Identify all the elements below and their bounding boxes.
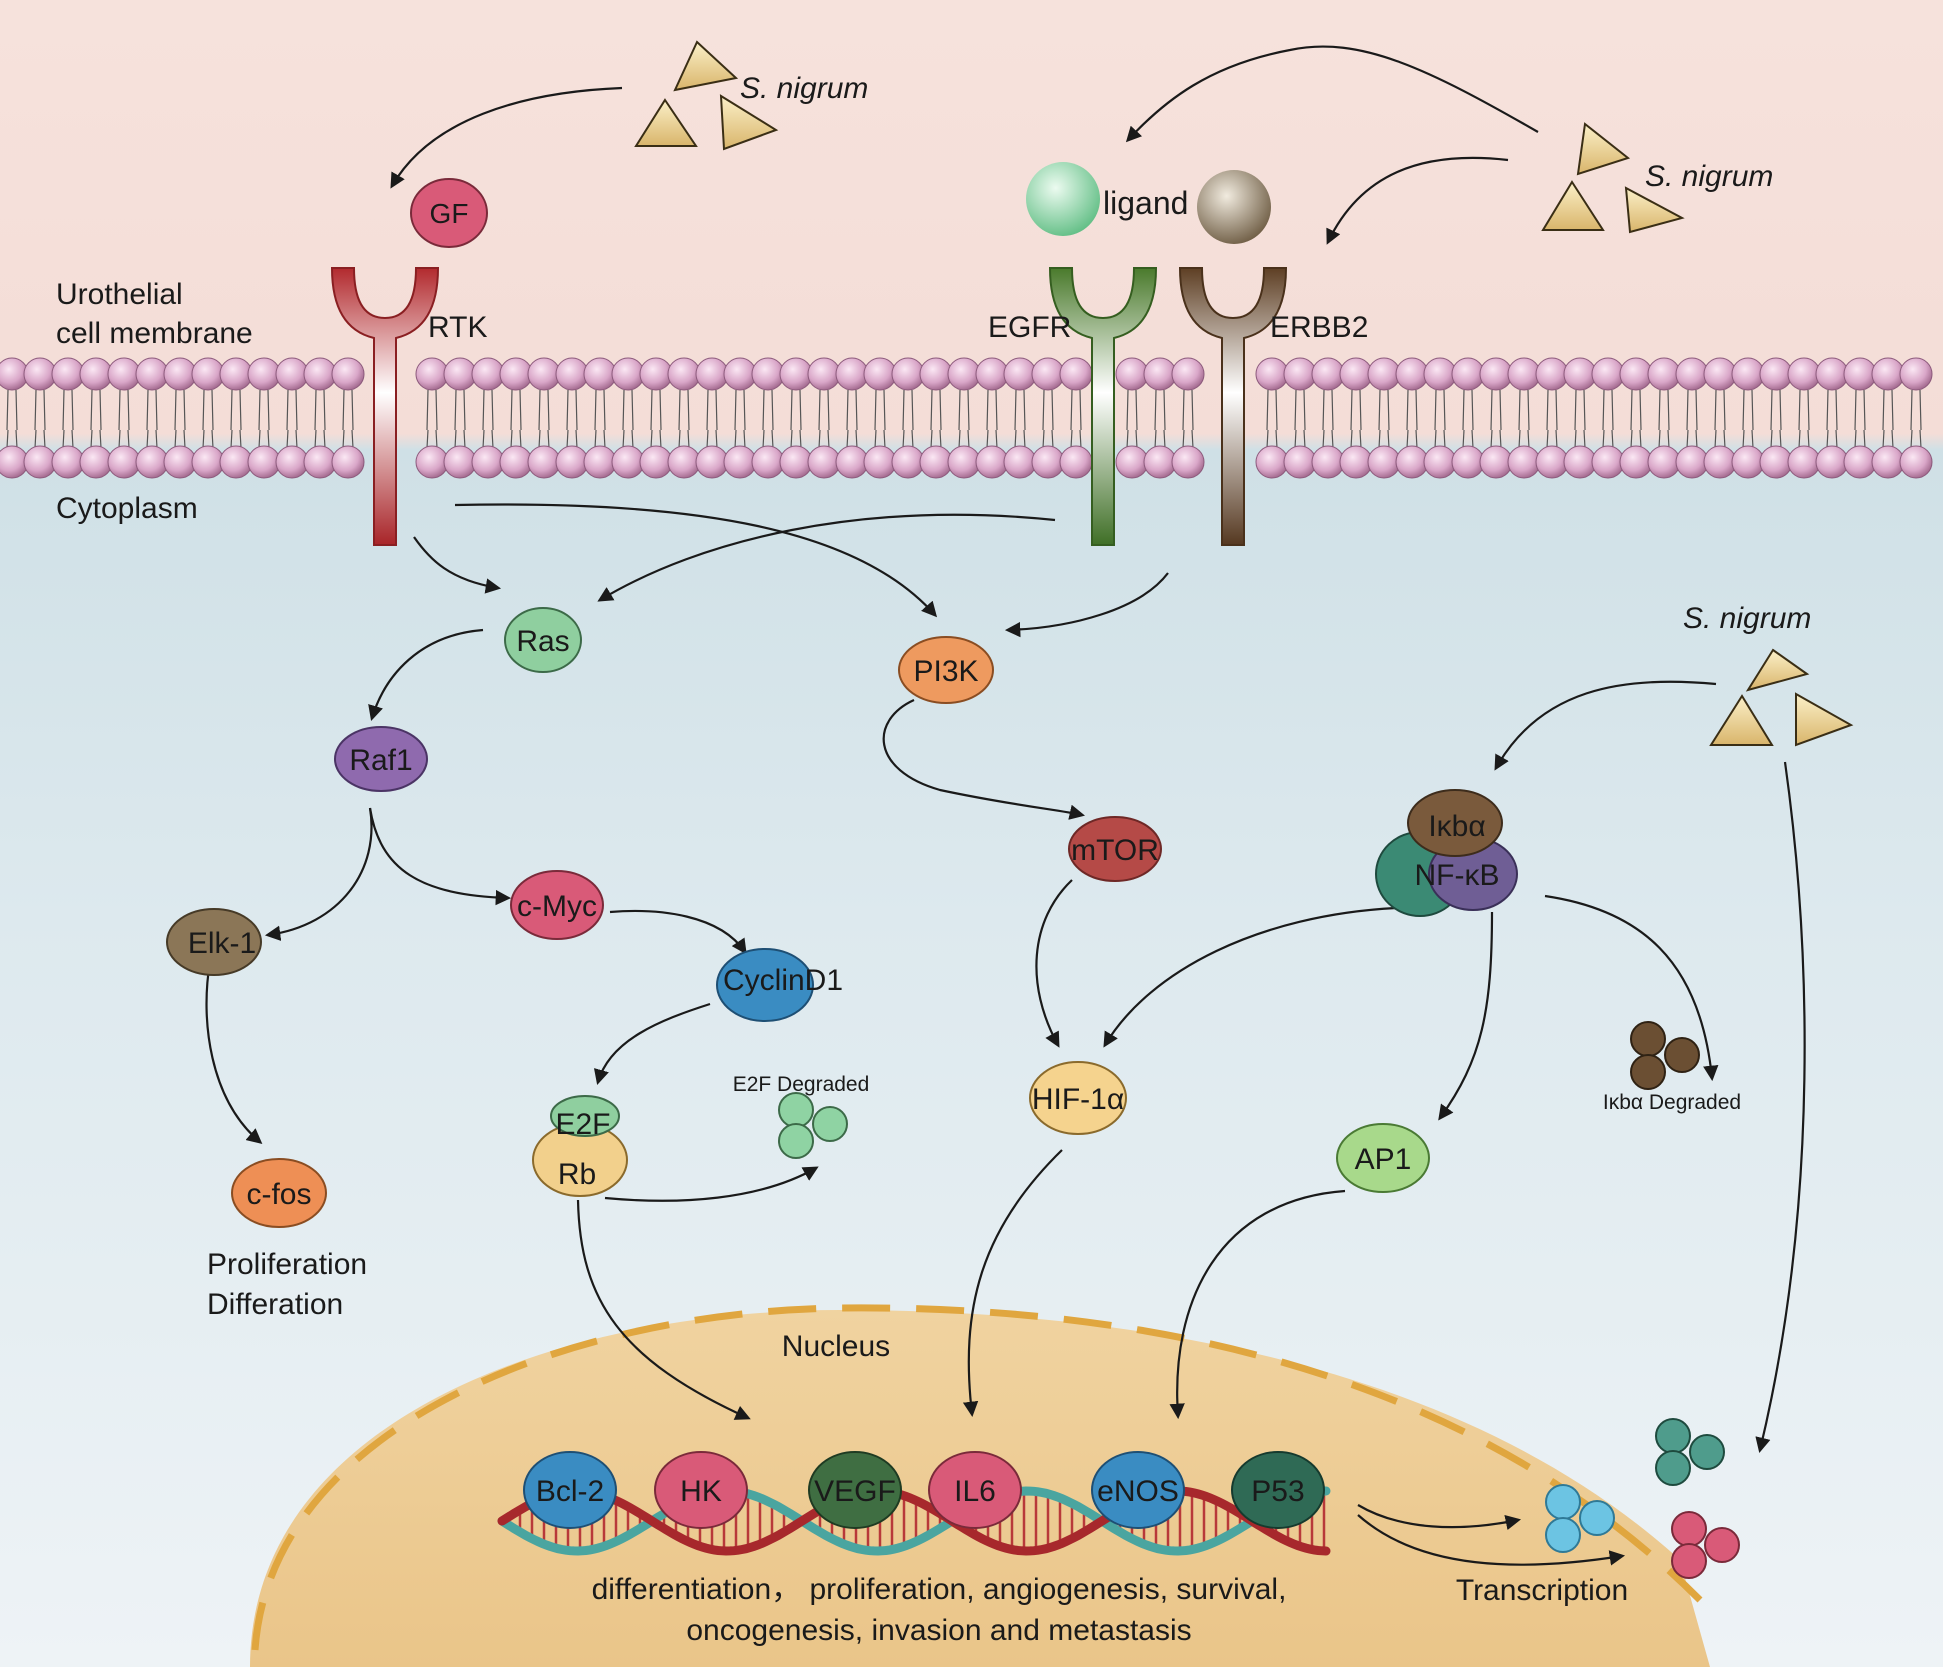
outcomes-line1: differentiation， proliferation, angiogen… [592,1573,1287,1606]
gene-il6: IL6 [928,1451,1022,1529]
gene-p53: P53 [1231,1451,1325,1529]
e2f-degraded-label: E2F Degraded [733,1073,870,1096]
erbb2-label: ERBB2 [1270,311,1368,344]
ras-node [504,607,582,673]
ap1-node [1336,1123,1430,1193]
pi3k-node [898,636,994,704]
gene-label-bcl-2: Bcl-2 [536,1475,604,1508]
outcomes-line2: oncogenesis, invasion and metastasis [686,1614,1191,1647]
gene-hk: HK [654,1451,748,1529]
cyclind1-label: CyclinD1 [723,964,843,997]
s-nigrum-group-top-right [1541,122,1685,234]
ras-label: Ras [516,625,569,658]
s-nigrum-group-top-left [634,40,779,151]
gene-oval-il6 [928,1451,1022,1529]
gene-oval-bcl-2 [523,1451,617,1529]
hif1a-node [1029,1061,1127,1135]
gene-label-hk: HK [680,1475,722,1508]
gene-targets: Bcl-2 HK VEGF IL6 eNOS P53 [523,1451,1325,1529]
differation-label: Differation [207,1288,343,1321]
gene-label-p53: P53 [1251,1475,1304,1508]
hif1a-label: HIF-1α [1032,1083,1124,1116]
gene-vegf: VEGF [808,1451,902,1529]
nuclear-envelope [251,1304,1703,1651]
erbb2-receptor [1178,267,1288,546]
elk1-node [166,908,262,976]
membrane-label-line2: cell membrane [56,317,253,350]
rtk-receptor [330,267,440,546]
gene-label-enos: eNOS [1097,1475,1179,1508]
gf-label: GF [430,198,469,229]
e2f-label: E2F [555,1108,610,1141]
cfos-node [231,1158,327,1228]
s-nigrum-group-mid-right [1709,648,1854,747]
gene-label-il6: IL6 [954,1475,996,1508]
gene-bcl-2: Bcl-2 [523,1451,617,1529]
membrane-label-line1: Urothelial [56,278,183,311]
pathway-arrows [205,45,1806,1566]
cyclind1-node [716,948,814,1022]
s-nigrum-label-top-right: S. nigrum [1645,160,1773,193]
cmyc-label: c-Myc [517,890,597,923]
cytoplasm-label: Cytoplasm [56,492,198,525]
ikba-label: Iκbα [1428,810,1485,843]
rtk-label: RTK [428,311,487,344]
cfos-label: c-fos [246,1178,311,1211]
mtor-label: mTOR [1071,834,1159,867]
gene-oval-hk [654,1451,748,1529]
egfr-label: EGFR [988,311,1071,344]
raf1-node [334,726,428,792]
s-nigrum-label-top-left: S. nigrum [740,72,868,105]
blue-product-cluster [1545,1484,1615,1553]
gene-enos: eNOS [1091,1451,1185,1529]
e2f-degraded-cluster [778,1092,848,1159]
pi3k-label: PI3K [913,655,978,688]
gene-oval-vegf [808,1451,902,1529]
nfkb-label: NF-κB [1415,859,1500,892]
teal-product-cluster [1655,1418,1725,1486]
pink-product-cluster [1671,1511,1740,1579]
raf1-label: Raf1 [349,744,412,777]
ligand-green-sphere [1026,162,1100,236]
e2f-node [550,1095,620,1137]
ikba-degraded-label: Iκbα Degraded [1603,1091,1741,1114]
elk1-label: Elk-1 [188,927,256,960]
proliferation-label: Proliferation [207,1248,367,1281]
s-nigrum-label-mid-right: S. nigrum [1683,602,1811,635]
gf-ligand [410,178,488,248]
lipid-bilayer [0,357,1933,479]
rb-label: Rb [558,1158,596,1191]
cmyc-node [510,870,604,940]
nucleus-label: Nucleus [782,1330,890,1363]
ikba-node [1407,789,1503,857]
mtor-node [1068,816,1162,882]
ligand-label: ligand [1103,185,1188,221]
transcription-label: Transcription [1456,1574,1628,1607]
egfr-receptor [1048,267,1158,546]
gene-oval-p53 [1231,1451,1325,1529]
gene-oval-enos [1091,1451,1185,1529]
ikba-degraded-cluster [1630,1021,1700,1090]
ap1-label: AP1 [1355,1143,1412,1176]
ligand-brown-sphere [1197,170,1271,244]
gene-label-vegf: VEGF [814,1475,896,1508]
